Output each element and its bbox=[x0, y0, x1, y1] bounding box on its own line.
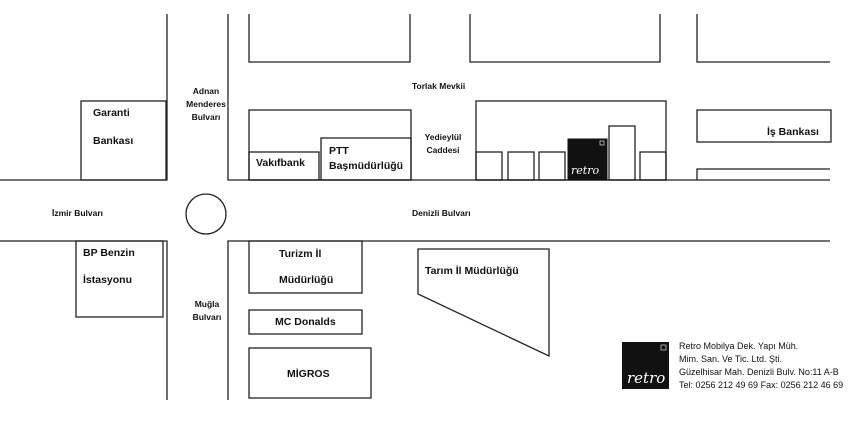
block-top-2 bbox=[469, 14, 661, 63]
garanti-label-line2: Bankası bbox=[93, 135, 134, 147]
isbank-building bbox=[696, 109, 832, 143]
bp-label-line1: BP Benzin bbox=[83, 247, 135, 259]
retro-marker-reg-mark bbox=[599, 140, 605, 146]
mcdonalds-label: MC Donalds bbox=[275, 316, 336, 328]
migros-building bbox=[248, 347, 372, 399]
retro-marker-logo-text: retro bbox=[571, 164, 600, 177]
isbank-strip bbox=[696, 168, 830, 180]
tarim-building bbox=[417, 248, 550, 358]
isbank-label: İş Bankası bbox=[767, 126, 819, 138]
shop-unit-1 bbox=[475, 151, 503, 181]
retro-marker-building bbox=[567, 138, 608, 181]
garanti-label-line1: Garanti bbox=[93, 107, 130, 119]
company-info: Retro Mobilya Dek. Yapı Müh. Mim. San. V… bbox=[679, 340, 843, 392]
shop-unit-5 bbox=[639, 151, 667, 181]
block-top-3 bbox=[696, 14, 830, 63]
company-phone-fax: Tel: 0256 212 49 69 Fax: 0256 212 46 69 bbox=[679, 380, 844, 390]
ptt-label-line1: PTT bbox=[329, 145, 349, 157]
street-adnan-menderes: Adnan Menderes Bulvarı bbox=[186, 86, 226, 122]
turizm-building bbox=[248, 240, 363, 294]
street-yedieylul: Yedieylül Caddesi bbox=[424, 132, 462, 155]
road-north-east bbox=[227, 14, 830, 181]
block-top-1 bbox=[248, 14, 411, 63]
company-logo-text: retro bbox=[627, 369, 666, 387]
street-mugla: Muğla Bulvarı bbox=[192, 299, 222, 322]
bp-label-line2: İstasyonu bbox=[83, 274, 133, 286]
street-torlak-mevkii: Torlak Mevkii bbox=[412, 81, 466, 91]
mcdonalds-building bbox=[248, 309, 363, 335]
tarim-label: Tarım İl Müdürlüğü bbox=[425, 265, 519, 277]
migros-label: MİGROS bbox=[287, 368, 330, 380]
company-logo-reg-mark bbox=[660, 344, 667, 351]
shop-unit-2 bbox=[507, 151, 535, 181]
ptt-building bbox=[320, 137, 412, 181]
shop-unit-3 bbox=[538, 151, 566, 181]
ptt-label-line2: Başmüdürlüğü bbox=[329, 160, 404, 172]
road-south-west bbox=[0, 240, 168, 400]
vakifbank-building bbox=[248, 151, 320, 181]
garanti-bank-building bbox=[80, 100, 167, 181]
road-north-west bbox=[0, 14, 168, 181]
street-izmir: İzmir Bulvarı bbox=[52, 208, 104, 218]
company-name-line1: Retro Mobilya Dek. Yapı Müh. bbox=[679, 341, 799, 351]
company-name-line2: Mim. San. Ve Tic. Ltd. Şti. bbox=[679, 354, 783, 364]
roundabout bbox=[185, 193, 227, 235]
bp-station-building bbox=[75, 240, 164, 318]
shop-unit-tall bbox=[608, 125, 636, 181]
company-address: Güzelhisar Mah. Denizli Bulv. No:11 A-B bbox=[679, 367, 839, 377]
vakifbank-label: Vakıfbank bbox=[256, 157, 306, 169]
road-south-east bbox=[227, 240, 830, 400]
street-denizli: Denizli Bulvarı bbox=[412, 208, 471, 218]
turizm-label-line2: Müdürlüğü bbox=[279, 274, 334, 286]
turizm-label-line1: Turizm İl bbox=[279, 248, 322, 260]
